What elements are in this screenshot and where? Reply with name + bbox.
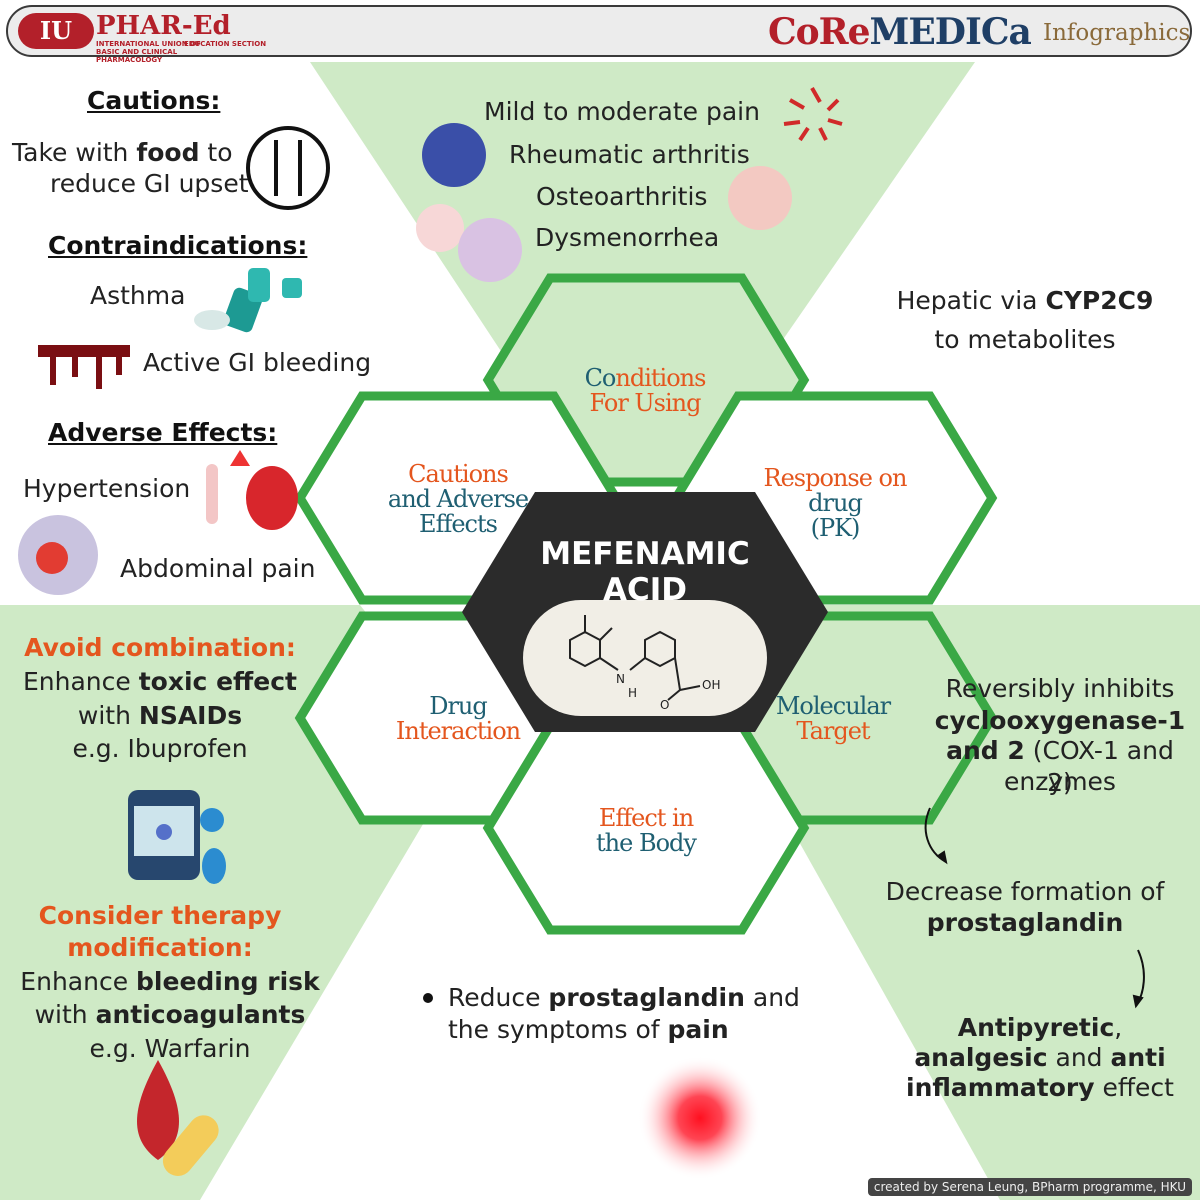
hand-arthritis-icon [422, 123, 486, 187]
structure-o-label: O [660, 698, 670, 712]
consider-line2: with anticoagulants [34, 1000, 306, 1029]
consider-line3: e.g. Warfarin [89, 1034, 251, 1063]
structure-n-label: N [616, 672, 625, 686]
avoid-line2: with NSAIDs [77, 701, 243, 730]
bullet-dot [423, 993, 433, 1003]
effect-line1: Antipyretic, [957, 1013, 1123, 1042]
condition-item: Rheumatic arthritis [509, 140, 750, 169]
hex-effect-label: Effect in the Body [596, 804, 697, 857]
adverse-abdominal-pain: Abdominal pain [120, 554, 316, 583]
pk-line2: to metabolites [934, 325, 1116, 354]
contraindications-heading: Contraindications: [48, 231, 308, 260]
hex-molecular-label: Molecular Target [775, 692, 891, 745]
iuphar-logo: IU [18, 13, 94, 49]
consider-line1: Enhance bleeding risk [20, 967, 320, 996]
inhaler-icon [194, 268, 302, 333]
hex-conditions-label: Conditions For Using [584, 364, 707, 417]
iuphar-section: EDUCATION SECTION [184, 40, 267, 48]
header-bar: IU PHAR-Ed INTERNATIONAL UNION OF BASIC … [6, 5, 1192, 64]
target-line1: Reversibly inhibits [945, 674, 1175, 703]
heart-pressure-icon [206, 450, 298, 530]
woman-cramps-icon [458, 218, 522, 282]
cautions-heading: Cautions: [87, 86, 221, 115]
avoid-line1: Enhance toxic effect [22, 667, 297, 696]
pill-bottle-icon [128, 790, 226, 884]
pain-burst-icon [783, 87, 843, 142]
cautions-line2: reduce GI upset [50, 169, 249, 198]
infographics-label: Infographics [1043, 20, 1191, 46]
iuphar-logo-text: PHAR-Ed [96, 11, 231, 41]
iuphar-subtitle: INTERNATIONAL UNION OF BASIC AND CLINICA… [96, 40, 201, 64]
adverse-hypertension: Hypertension [23, 474, 191, 503]
body-effect-line2: the symptoms of pain [448, 1015, 729, 1044]
blood-drip-icon [38, 345, 130, 389]
uterus-icon [416, 204, 464, 252]
drug-title: MEFENAMIC ACID [540, 536, 750, 608]
consider-heading: Consider therapy modification: [38, 901, 282, 962]
effect-line2: analgesic and anti [914, 1043, 1166, 1072]
body-effect-line1: Reduce prostaglandin and [448, 983, 800, 1012]
coremedica-logo: CoReMEDICa [768, 11, 1032, 53]
condition-item: Dysmenorrhea [535, 223, 720, 252]
target-line2: cyclooxygenase-1 [934, 706, 1186, 735]
avoid-line3: e.g. Ibuprofen [72, 734, 248, 763]
contraindication-gi-bleeding: Active GI bleeding [143, 348, 372, 377]
cutlery-icon [246, 126, 330, 210]
arrow-curve-1-icon [924, 807, 948, 865]
contraindication-asthma: Asthma [90, 281, 186, 310]
hex-cautions-label: Cautions and Adverse Effects [387, 460, 529, 538]
structure-oh-label: OH [702, 678, 721, 692]
blood-drop-pill-icon [137, 1060, 219, 1176]
pk-line1: Hepatic via CYP2C9 [896, 286, 1154, 315]
knee-joint-icon [728, 166, 792, 230]
decrease-line2: prostaglandin [926, 908, 1124, 937]
condition-item: Mild to moderate pain [484, 97, 760, 126]
avoid-heading: Avoid combination: [24, 633, 296, 662]
condition-item: Osteoarthritis [536, 182, 708, 211]
target-line4: enzymes [1004, 767, 1116, 796]
adverse-heading: Adverse Effects: [48, 418, 278, 447]
credit-label: created by Serena Leung, BPharm programm… [867, 1178, 1192, 1196]
target-line3: and 2 (COX-1 and 2) [946, 736, 1174, 797]
abdominal-pain-icon [18, 515, 98, 595]
arrow-curve-2-icon [1132, 949, 1145, 1009]
pain-glow-icon [638, 1056, 762, 1180]
hex-drug-label: Drug Interaction [395, 692, 521, 745]
chemical-structure-icon [569, 615, 701, 701]
effect-line3: inflammatory effect [906, 1073, 1174, 1102]
hex-response-label: Response on drug (PK) [763, 464, 908, 542]
decrease-line1: Decrease formation of [885, 877, 1165, 906]
structure-h-label: H [628, 686, 638, 700]
cautions-line1: Take with food to [12, 138, 233, 167]
